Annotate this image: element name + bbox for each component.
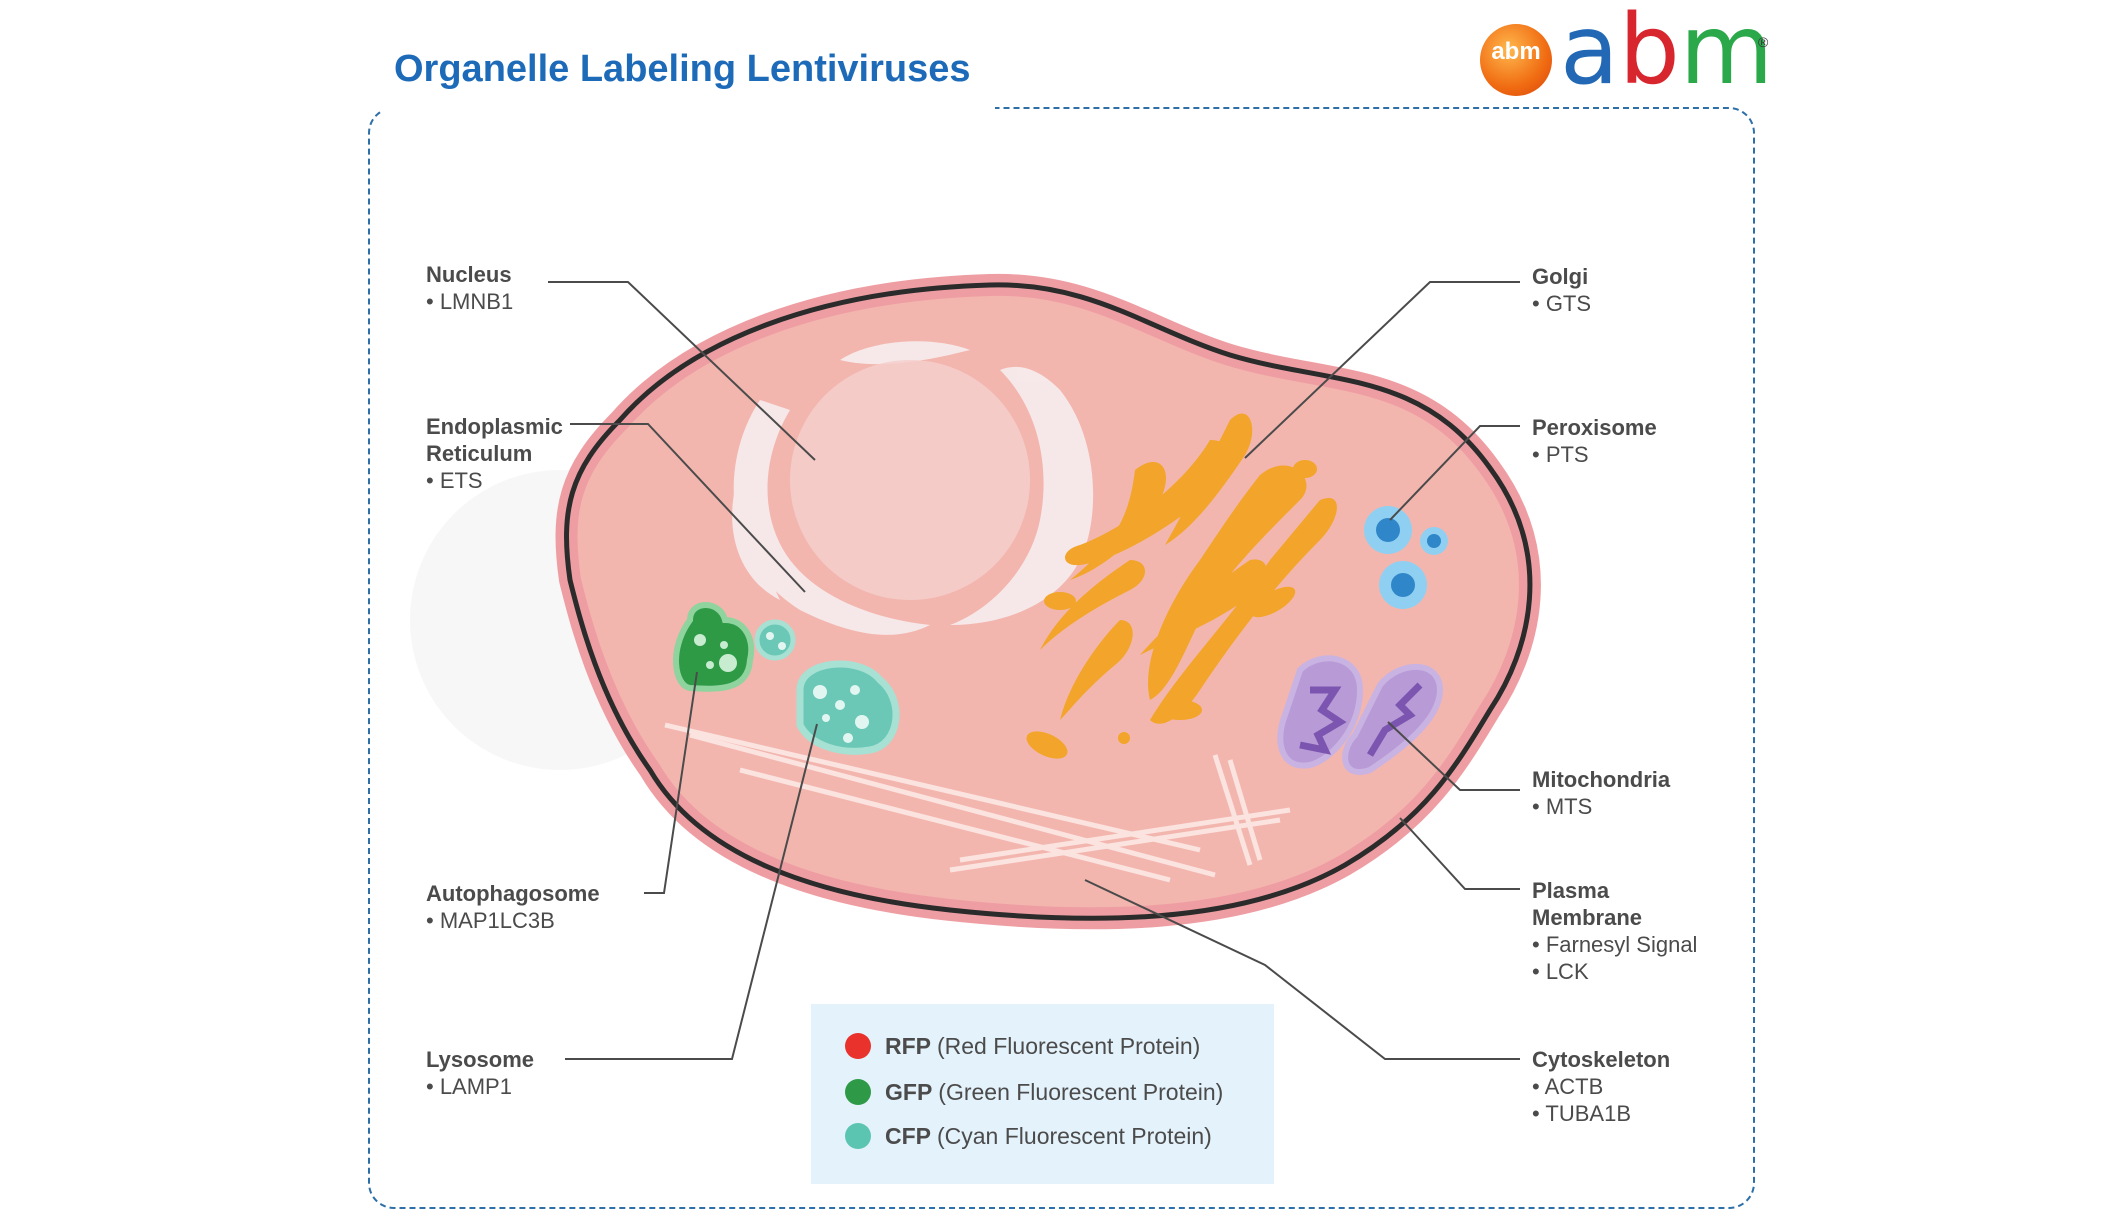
legend-box: RFP (Red Fluorescent Protein) GFP (Green…: [811, 1004, 1274, 1184]
label-peroxisome-name: Peroxisome: [1532, 415, 1657, 440]
page-title: Organelle Labeling Lentiviruses: [394, 48, 971, 90]
gfp-dot-icon: [845, 1079, 871, 1105]
label-er: Endoplasmic Reticulum • ETS: [426, 413, 563, 494]
label-cytoskeleton-name: Cytoskeleton: [1532, 1047, 1671, 1072]
leader-lines: [548, 281, 1520, 1060]
logo-ball-text: abm: [1491, 38, 1541, 65]
label-er-name-2: Reticulum: [426, 441, 533, 466]
logo-ball-icon: [1480, 24, 1552, 96]
label-nucleus-item: • LMNB1: [426, 289, 514, 314]
peroxisomes: [1364, 506, 1448, 609]
endoplasmic-reticulum: [732, 341, 1094, 635]
cfp-dot-icon: [845, 1123, 871, 1149]
label-golgi: Golgi • GTS: [1532, 263, 1591, 317]
label-cytoskeleton-item-1: • ACTB: [1532, 1074, 1604, 1099]
label-mitochondria-item: • MTS: [1532, 794, 1593, 819]
legend-rfp-desc: (Red Fluorescent Protein): [937, 1032, 1201, 1059]
autophagosome: [673, 602, 755, 692]
label-plasma-membrane: Plasma Membrane • Farnesyl Signal • LCK: [1532, 877, 1697, 985]
label-er-item: • ETS: [426, 468, 483, 493]
label-plasma-membrane-item-2: • LCK: [1532, 959, 1589, 984]
mitochondria: [1277, 655, 1444, 775]
label-cytoskeleton-item-2: • TUBA1B: [1532, 1101, 1631, 1126]
label-plasma-membrane-name-1: Plasma: [1532, 878, 1610, 903]
legend-row-gfp: GFP (Green Fluorescent Protein): [845, 1074, 1223, 1110]
label-golgi-name: Golgi: [1532, 264, 1589, 289]
nucleus: [790, 360, 1030, 600]
legend-cfp-desc: (Cyan Fluorescent Protein): [937, 1122, 1212, 1149]
label-peroxisome: Peroxisome • PTS: [1532, 414, 1657, 468]
label-lysosome: Lysosome • LAMP1: [426, 1046, 534, 1100]
logo-wordmark: abm: [1560, 2, 1773, 98]
lysosome: [796, 660, 900, 755]
label-plasma-membrane-item-1: • Farnesyl Signal: [1532, 932, 1698, 957]
label-autophagosome-name: Autophagosome: [426, 881, 600, 906]
cytoskeleton: [664, 722, 1291, 883]
legend-cfp-abbr: CFP: [885, 1122, 931, 1149]
cell-outline: [564, 282, 1533, 921]
legend-row-rfp: RFP (Red Fluorescent Protein): [845, 1028, 1200, 1064]
logo-letter-m: m: [1679, 0, 1774, 106]
golgi-apparatus: [1026, 413, 1337, 759]
label-plasma-membrane-name-2: Membrane: [1532, 905, 1643, 930]
legend-gfp-abbr: GFP: [885, 1078, 933, 1105]
label-mitochondria: Mitochondria • MTS: [1532, 766, 1670, 820]
rfp-dot-icon: [845, 1033, 871, 1059]
label-mitochondria-name: Mitochondria: [1532, 767, 1671, 792]
label-lysosome-item: • LAMP1: [426, 1074, 512, 1099]
label-autophagosome-item: • MAP1LC3B: [426, 908, 555, 933]
label-lysosome-name: Lysosome: [426, 1047, 535, 1072]
label-autophagosome: Autophagosome • MAP1LC3B: [426, 880, 600, 934]
legend-row-cfp: CFP (Cyan Fluorescent Protein): [845, 1118, 1212, 1154]
logo-letter-b: b: [1618, 0, 1680, 106]
label-cytoskeleton: Cytoskeleton • ACTB • TUBA1B: [1532, 1046, 1670, 1127]
logo-registered-mark: ®: [1758, 34, 1769, 50]
label-golgi-item: • GTS: [1532, 291, 1592, 316]
frame-gap: [380, 100, 995, 112]
label-er-name-1: Endoplasmic: [426, 414, 563, 439]
label-peroxisome-item: • PTS: [1532, 442, 1589, 467]
legend-gfp-desc: (Green Fluorescent Protein): [938, 1078, 1224, 1105]
label-nucleus-name: Nucleus: [426, 262, 512, 287]
logo-letter-a: a: [1560, 0, 1619, 106]
diagram-frame: [368, 107, 1755, 1209]
small-lysosome: [754, 619, 796, 661]
label-nucleus: Nucleus • LMNB1: [426, 261, 513, 315]
brand-logo: abm abm ®: [1480, 2, 1773, 116]
legend-rfp-abbr: RFP: [885, 1032, 931, 1059]
